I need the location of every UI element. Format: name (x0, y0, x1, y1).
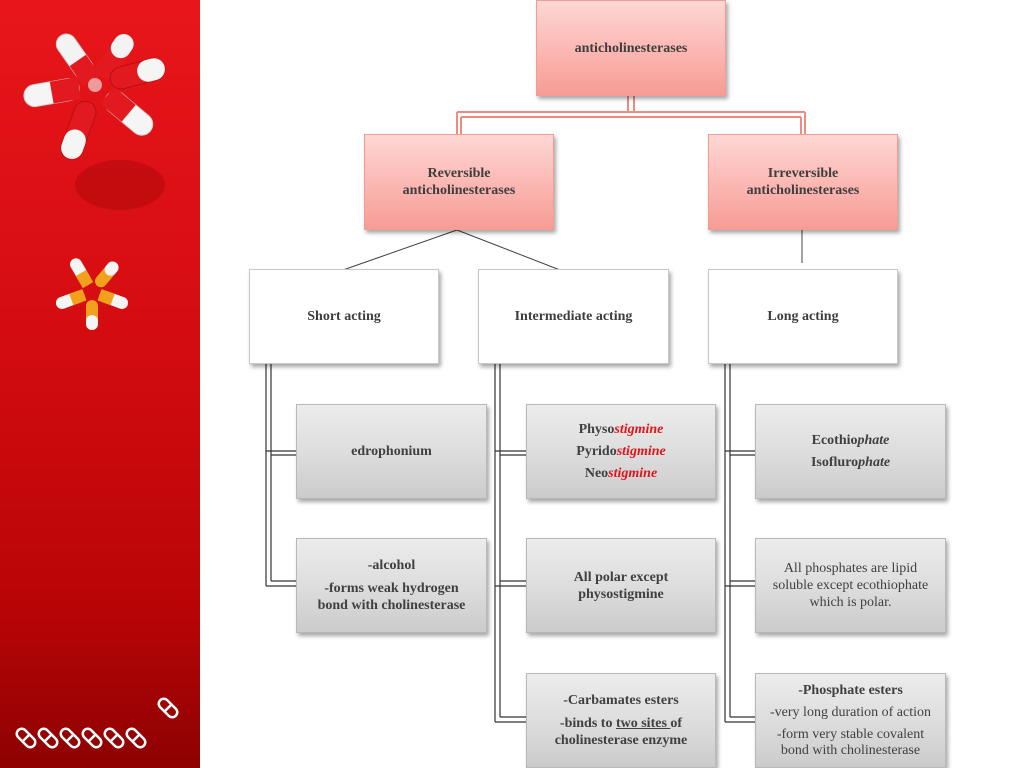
short-acting-node: Short acting (249, 269, 439, 364)
long-acting-node: Long acting (708, 269, 898, 364)
intermediate-polarity-node: All polar except physostigmine (526, 538, 716, 633)
irreversible-line1: Irreversible (767, 166, 839, 181)
reversible-node: Reversible anticholinesterases (364, 134, 554, 230)
short-examples-node: edrophonium (296, 404, 487, 499)
drug-prefix: Isofluro (810, 454, 859, 470)
yellow-capsule-cluster-icon (55, 258, 129, 330)
drug-suffix: stigmine (614, 421, 664, 437)
long-acting-label: Long acting (767, 309, 839, 324)
long-polarity-node: All phosphates are lipid soluble except … (755, 538, 946, 633)
root-connector (456, 96, 806, 134)
reversible-line2: anticholinesterases (402, 183, 516, 198)
intermediate-acting-connector (494, 364, 527, 723)
capsules-decoration-icon (15, 33, 179, 749)
long-polarity-line3: which is polar. (809, 595, 892, 610)
long-examples-node: Ecothiophate Isoflurophate (755, 404, 946, 499)
drug-suffix: phate (858, 454, 891, 470)
drug-suffix: phate (857, 432, 890, 448)
drug-pyridostigmine: Pyridostigmine (576, 441, 665, 463)
long-mechanism-line4: bond with cholinesterase (780, 742, 921, 758)
intermediate-mechanism-line1: -Carbamates esters (563, 693, 679, 708)
root-node: anticholinesterases (536, 0, 726, 96)
long-polarity-line2: soluble except ecothiophate (772, 578, 929, 593)
pill-row-icon (15, 697, 179, 749)
intermediate-acting-node: Intermediate acting (478, 269, 669, 364)
short-acting-connector (265, 364, 297, 587)
drug-prefix: Pyrido (576, 443, 617, 459)
short-props-line2: -forms weak hydrogen (324, 581, 459, 596)
short-examples-label: edrophonium (351, 444, 432, 459)
long-mechanism-line1: -Phosphate esters (798, 682, 903, 698)
long-mechanism-node: -Phosphate esters -very long duration of… (755, 673, 946, 768)
reversible-line1: Reversible (427, 166, 491, 181)
drug-suffix: stigmine (616, 443, 666, 459)
drug-suffix: stigmine (608, 465, 658, 481)
long-mechanism-line3: -form very stable covalent (776, 726, 925, 742)
intermediate-examples-node: Physostigmine Pyridostigmine Neostigmine (526, 404, 716, 499)
long-polarity-line1: All phosphates are lipid (783, 561, 918, 576)
intermediate-mechanism-line2: -binds to two sites of (560, 715, 682, 732)
drug-prefix: Ecothio (811, 432, 858, 448)
short-props-line1: -alcohol (367, 558, 416, 573)
irreversible-line2: anticholinesterases (746, 183, 860, 198)
short-acting-label: Short acting (307, 309, 381, 324)
drug-isoflurophate: Isoflurophate (811, 452, 890, 474)
text-segment: of (670, 716, 683, 731)
short-properties-node: -alcohol -forms weak hydrogen bond with … (296, 538, 487, 633)
long-mechanism-line2: -very long duration of action (770, 704, 931, 720)
short-props-line3: bond with cholinesterase (317, 598, 466, 613)
intermediate-polarity-line1: All polar except (573, 569, 669, 585)
irreversible-node: Irreversible anticholinesterases (708, 134, 898, 230)
intermediate-mechanism-node: -Carbamates esters -binds to two sites o… (526, 673, 716, 768)
decorative-sidebar (0, 0, 200, 768)
underlined-segment: two sites (615, 716, 671, 731)
intermediate-polarity-line2: physostigmine (578, 586, 664, 602)
drug-ecothiophate: Ecothiophate (812, 430, 890, 452)
text-segment: -binds to (559, 716, 616, 731)
drug-prefix: Physo (578, 421, 615, 437)
intermediate-acting-label: Intermediate acting (514, 309, 633, 324)
drug-prefix: Neo (584, 465, 609, 481)
intermediate-mechanism-line3: cholinesterase enzyme (554, 733, 688, 748)
root-label: anticholinesterases (574, 40, 688, 56)
drug-neostigmine: Neostigmine (585, 463, 657, 485)
reversible-connector (342, 229, 561, 271)
drug-physostigmine: Physostigmine (579, 419, 664, 441)
long-acting-connector (724, 364, 756, 723)
red-capsule-cluster-icon (23, 33, 166, 160)
